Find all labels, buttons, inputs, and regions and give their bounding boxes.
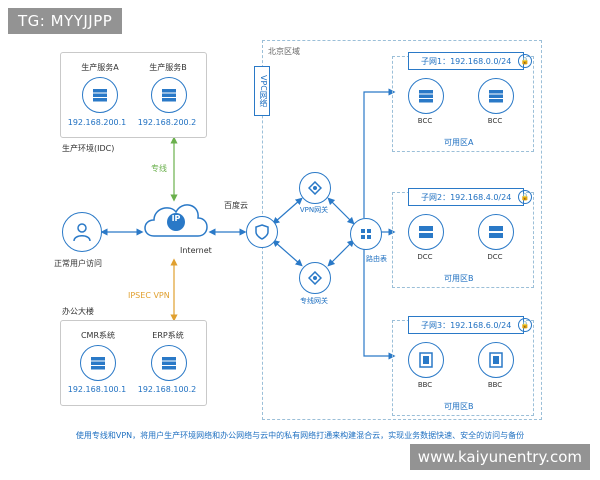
router-icon — [350, 218, 382, 250]
idc-server-a-ip: 192.168.200.1 — [67, 118, 127, 127]
dedicated-label: 专线 — [151, 164, 167, 173]
zone-a-label: 可用区A — [444, 138, 474, 147]
office-server-b-name: ERP系统 — [152, 331, 184, 340]
server-icon — [151, 345, 187, 381]
router-zone-a-link — [363, 88, 396, 218]
user-icon — [62, 212, 102, 252]
server-icon — [478, 342, 514, 378]
subnet-3: 子网3：192.168.6.0/24 — [408, 316, 524, 334]
office-server-b-ip: 192.168.100.2 — [137, 385, 197, 394]
idc-server-a-name: 生产服务A — [81, 63, 119, 72]
vpn-gateway-label: VPN网关 — [299, 206, 329, 214]
watermark-top: TG: MYYJJPP — [8, 8, 123, 34]
vpn-router-link — [327, 197, 355, 225]
shield-icon — [246, 216, 278, 248]
idc-server-b-ip: 192.168.200.2 — [137, 118, 197, 127]
server-icon — [80, 345, 116, 381]
shield-vpn-link — [272, 197, 303, 225]
server-icon — [408, 78, 444, 114]
cloud-icon — [144, 204, 208, 237]
subnet-2: 子网2：192.168.4.0/24 — [408, 188, 524, 206]
server-icon — [478, 78, 514, 114]
router-label: 路由表 — [366, 255, 387, 263]
office-server-a-ip: 192.168.100.1 — [67, 385, 127, 394]
watermark-bottom: www.kaiyunentry.com — [409, 444, 590, 470]
zone-b1-host-1: DCC — [417, 253, 433, 261]
ip-badge: IP — [171, 214, 181, 223]
dedicated-gateway-label: 专线网关 — [300, 297, 328, 305]
shield-dedicated-link — [272, 239, 303, 267]
office-label: 办公大楼 — [62, 307, 94, 316]
server-icon — [82, 77, 118, 113]
office-server-a-name: CMR系统 — [80, 331, 116, 340]
vpn-gateway-icon — [299, 172, 331, 204]
idc-server-b-name: 生产服务B — [149, 63, 187, 72]
idc-label: 生产环境(IDC) — [62, 144, 115, 153]
zone-b1-host-2: DCC — [487, 253, 503, 261]
baidu-cloud-label: 百度云 — [224, 201, 248, 210]
internet-label: Internet — [180, 246, 212, 255]
region-title: 北京区域 — [268, 47, 300, 56]
dedicated-gateway-icon — [299, 262, 331, 294]
zone-b2-host-2: BBC — [487, 381, 503, 389]
server-icon — [478, 214, 514, 250]
lock-icon: 🔒 — [518, 190, 532, 204]
zone-a-host-2: BCC — [487, 117, 503, 125]
ipsec-label: IPSEC VPN — [128, 291, 170, 300]
caption: 使用专线和VPN，将用户生产环境网络和办公网络与云中的私有网络打通来构建混合云，… — [75, 431, 525, 440]
zone-a-host-1: BCC — [417, 117, 433, 125]
router-zone-b2-link — [363, 246, 396, 360]
zone-b2-label: 可用区B — [444, 402, 474, 411]
server-icon — [408, 214, 444, 250]
server-icon — [408, 342, 444, 378]
dedicated-router-link — [327, 239, 355, 267]
lock-icon: 🔒 — [518, 318, 532, 332]
vpc-label: VPC网络 — [254, 66, 270, 116]
subnet-1: 子网1：192.168.0.0/24 — [408, 52, 524, 70]
user-label: 正常用户访问 — [54, 259, 102, 268]
zone-b2-host-1: BBC — [417, 381, 433, 389]
server-icon — [151, 77, 187, 113]
zone-b1-label: 可用区B — [444, 274, 474, 283]
lock-icon: 🔒 — [518, 54, 532, 68]
